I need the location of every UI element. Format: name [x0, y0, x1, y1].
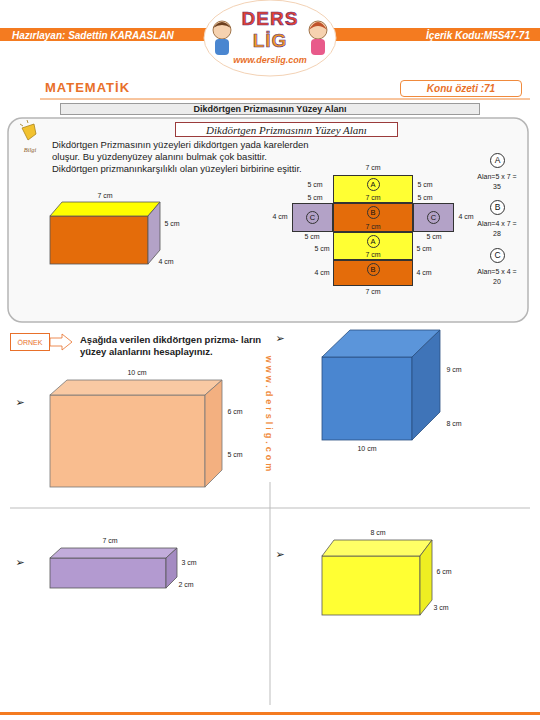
dimension: 5 cm — [307, 194, 322, 202]
dimension: 4 cm — [458, 213, 473, 221]
dimension: 10 cm — [127, 369, 146, 377]
logo-badge — [204, 0, 336, 76]
node-text: Dikdörtgen Prizmasının Yüzey Alanı — [206, 124, 367, 136]
face-key: A — [489, 152, 506, 169]
dimension: 3 cm — [433, 604, 448, 612]
net-face: C — [413, 203, 454, 232]
dimension: 5 cm — [307, 181, 322, 189]
dimension: 5 cm — [417, 181, 432, 189]
dimension: 7 cm — [365, 251, 380, 259]
bilgi-icon — [20, 120, 36, 140]
bullet: ➢ — [275, 332, 284, 344]
face-letter: B — [490, 200, 505, 215]
dimension: 5 cm — [416, 245, 431, 253]
dimension: 10 cm — [357, 445, 376, 453]
face-letter: C — [490, 248, 505, 263]
dimension: 5 cm — [304, 233, 319, 241]
divider — [10, 508, 530, 509]
prism-7-5-4 — [50, 202, 160, 264]
dimension: 2 cm — [178, 581, 193, 589]
area-note: Alan=5 x 4 = 20 — [475, 267, 519, 287]
panel-heading: Dikdörtgen Prizmasının Yüzey Alanı — [175, 122, 398, 137]
logo-word: DERS — [242, 9, 299, 30]
net-face: B — [333, 260, 413, 286]
prism-10-6-5 — [50, 380, 222, 487]
author: Hazırlayan: Sadettin KARAASLAN — [12, 29, 174, 40]
dimension: 4 cm — [416, 269, 431, 277]
info-panel — [8, 118, 528, 322]
dimension: 6 cm — [436, 568, 451, 576]
prism-10-9-8 — [322, 330, 440, 440]
prism-7-3-2 — [50, 548, 177, 588]
area-note: Alan=5 x 7 = 35 — [475, 172, 519, 192]
bullet: ➢ — [15, 556, 24, 568]
face-letter: C — [306, 211, 319, 224]
dimension: 6 cm — [227, 408, 242, 416]
node-text: Konu özeti :71 — [427, 83, 495, 94]
dimension: 9 cm — [446, 366, 461, 374]
footer-bar — [0, 712, 540, 715]
face-letter: C — [427, 211, 440, 224]
section-rule — [40, 99, 530, 100]
face-letter: B — [367, 263, 380, 276]
dimension: 4 cm — [314, 269, 329, 277]
instruction: Aşağıda verilen dikdörtgen prizma- ların… — [80, 334, 265, 358]
dimension: 3 cm — [181, 559, 196, 567]
bullet: ➢ — [15, 396, 24, 408]
divider — [270, 482, 271, 705]
face-key: B — [489, 199, 506, 216]
dimension: 7 cm — [365, 164, 380, 172]
dimension: 7 cm — [365, 194, 380, 202]
dimension: 5 cm — [417, 194, 432, 202]
face-letter: B — [367, 206, 380, 219]
subject-name: MATEMATİK — [45, 81, 130, 95]
ornek-arrow — [50, 334, 72, 350]
face-letter: A — [367, 178, 380, 191]
dimension: 4 cm — [272, 213, 287, 221]
icon-caption: Bilgi — [24, 146, 37, 153]
net-face: C — [292, 203, 333, 232]
watermark: www.derslig.com — [263, 356, 273, 475]
dimension: 5 cm — [314, 245, 329, 253]
face-key: C — [489, 247, 506, 264]
dimension: 8 cm — [446, 420, 461, 428]
dimension: 7 cm — [102, 537, 117, 545]
face-letter: A — [367, 235, 380, 248]
dimension: 5 cm — [164, 220, 179, 228]
dimension: 5 cm — [227, 451, 242, 459]
summary-tag: Konu özeti :71 — [400, 80, 522, 97]
info-panel: Dikdörtgen Prizmasının yüzeyleri dikdört… — [8, 118, 528, 322]
node-text: Dikdörtgen Prizmasının yüzeyleri dikdört… — [52, 139, 314, 175]
dimension: 8 cm — [370, 529, 385, 537]
face-letter: A — [490, 153, 505, 168]
title-band: Dikdörtgen Prizmasının Yüzey Alanı — [60, 103, 480, 115]
logo-word: LİG — [253, 31, 288, 52]
dimension: 7 cm — [97, 192, 112, 200]
content-code: İçerik Kodu:M5S47-71 — [426, 29, 530, 40]
dimension: 7 cm — [365, 223, 380, 231]
dimension: 5 cm — [426, 233, 441, 241]
example-tag: ÖRNEK — [10, 333, 50, 351]
area-note: Alan=4 x 7 = 28 — [475, 219, 519, 239]
node-text: ÖRNEK — [18, 339, 43, 346]
dimension: 4 cm — [158, 258, 173, 266]
bullet: ➢ — [275, 548, 284, 560]
prism-8-6-3 — [322, 540, 432, 615]
dimension: 7 cm — [365, 288, 380, 296]
logo-url: www.derslig.com — [233, 56, 307, 66]
